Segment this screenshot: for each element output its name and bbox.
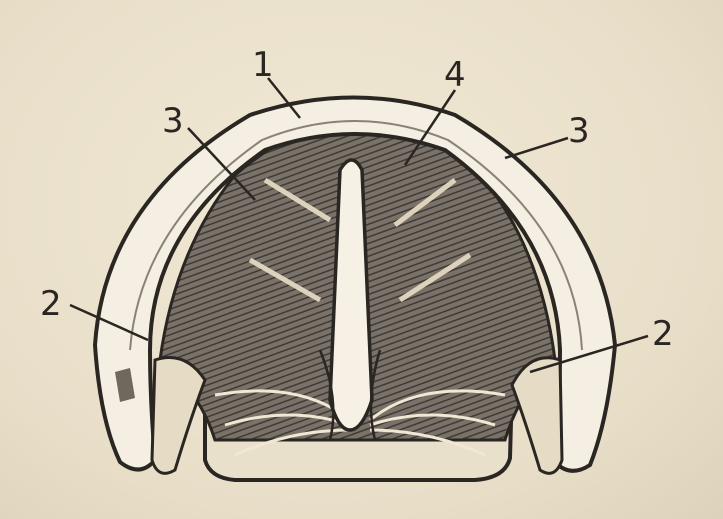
- label-2-right: 2: [652, 314, 674, 354]
- label-4: 4: [444, 55, 466, 95]
- label-1: 1: [252, 45, 274, 85]
- label-3-right: 3: [568, 111, 590, 151]
- label-3-left: 3: [162, 101, 184, 141]
- label-2-left: 2: [40, 284, 62, 324]
- side-flap-right: [512, 358, 562, 474]
- side-flap-left: [152, 358, 205, 474]
